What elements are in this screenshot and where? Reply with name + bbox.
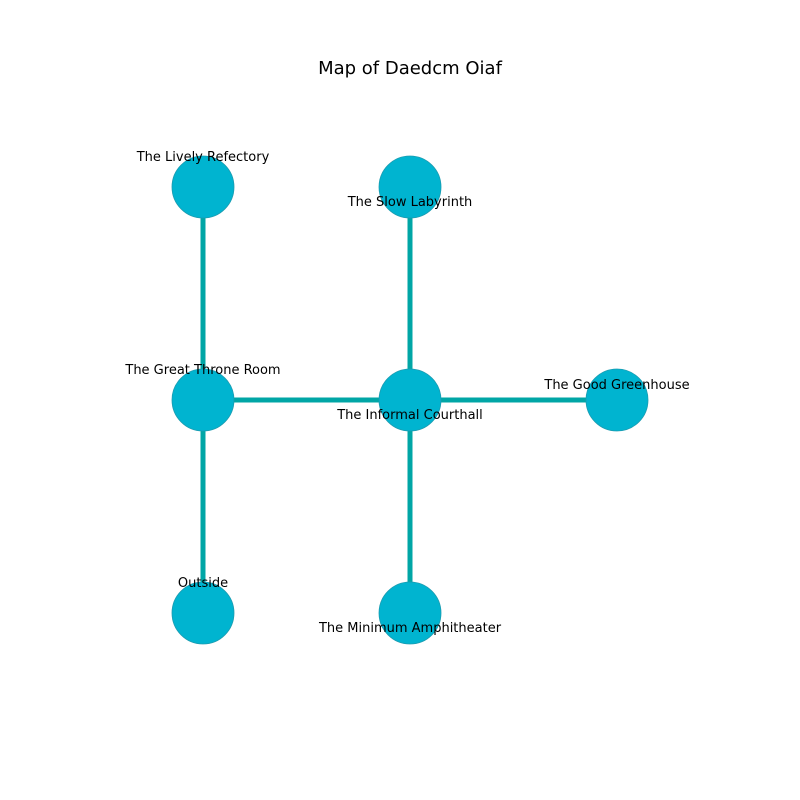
room-label-slow-labyrinth: The Slow Labyrinth (347, 195, 473, 210)
room-label-good-greenhouse: The Good Greenhouse (543, 378, 689, 393)
room-node-outside (171, 581, 235, 645)
room-label-lively-refectory: The Lively Refectory (136, 150, 270, 165)
room-node-great-throne-room (171, 368, 235, 432)
connections-layer (200, 187, 617, 613)
room-label-minimum-amphitheater: The Minimum Amphitheater (318, 621, 502, 636)
room-node-lively-refectory (171, 155, 235, 219)
rooms-layer (171, 155, 649, 645)
room-label-great-throne-room: The Great Throne Room (124, 363, 280, 378)
room-node-good-greenhouse (585, 368, 649, 432)
room-node-slow-labyrinth (378, 155, 442, 219)
room-label-outside: Outside (178, 576, 228, 591)
map-title: Map of Daedcm Oiaf (318, 58, 503, 79)
room-node-informal-courthall (378, 368, 442, 432)
room-label-informal-courthall: The Informal Courthall (336, 408, 483, 423)
room-node-minimum-amphitheater (378, 581, 442, 645)
